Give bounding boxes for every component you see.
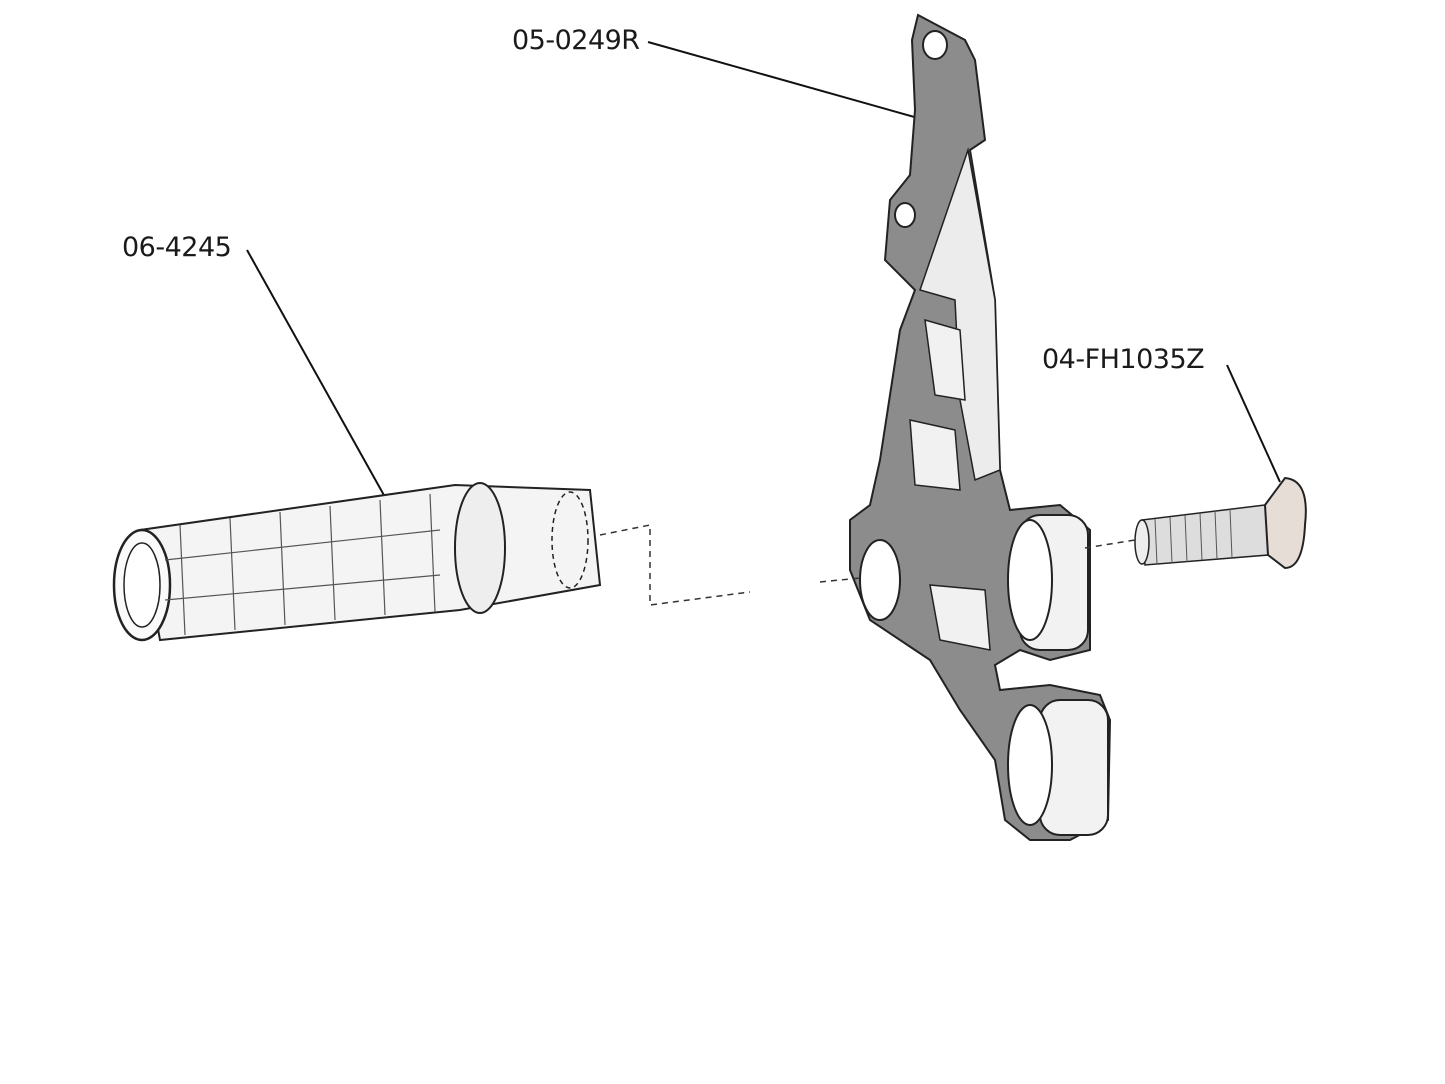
bolt-part (1134, 476, 1307, 570)
bracket-part (849, 13, 1112, 841)
part-label-bolt: 04-FH1035Z (1042, 344, 1205, 375)
footpeg-part (112, 482, 602, 642)
part-label-footpeg: 06-4245 (122, 232, 232, 263)
assembly-axis-line-right (819, 577, 861, 583)
part-label-bracket: 05-0249R (512, 25, 640, 56)
assembly-axis-line-bolt (1084, 539, 1136, 549)
leader-line-bolt (1226, 364, 1281, 483)
assembly-axis-line (599, 524, 751, 606)
leader-line-footpeg (246, 249, 396, 516)
leader-line-bracket (647, 41, 926, 121)
